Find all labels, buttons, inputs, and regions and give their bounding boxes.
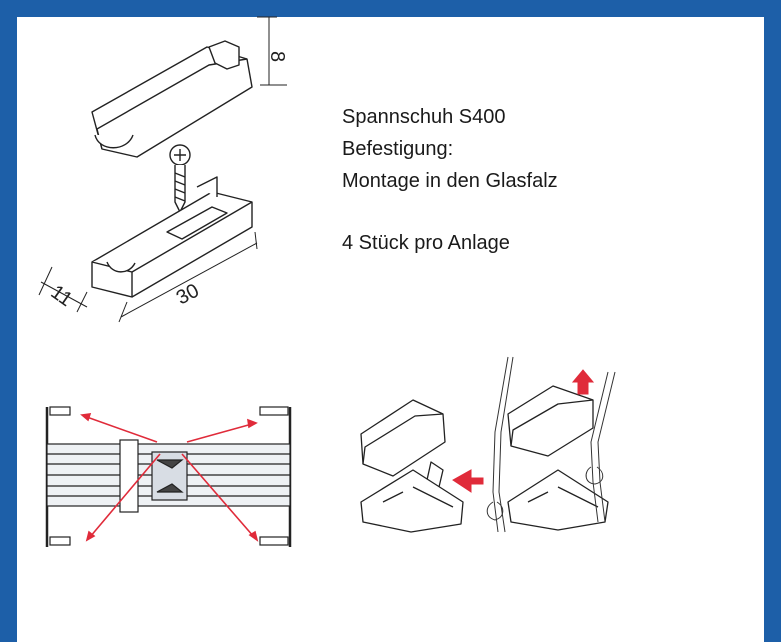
mounting-text: Montage in den Glasfalz bbox=[342, 170, 558, 192]
dimension-length-label: 30 bbox=[173, 280, 203, 310]
product-name: Spannschuh S400 bbox=[342, 106, 506, 128]
clip-mounting-illustration bbox=[360, 356, 616, 533]
clamp-shoe-drawing: 8 11 30 bbox=[38, 16, 288, 323]
fastening-label: Befestigung: bbox=[342, 138, 454, 160]
content-panel: Spannschuh S400 Befestigung: Montage in … bbox=[17, 16, 764, 642]
rail-installation-diagram bbox=[45, 406, 292, 547]
quantity-text: 4 Stück pro Anlage bbox=[342, 232, 510, 254]
dimension-height-label: 8 bbox=[266, 51, 288, 62]
dimension-width-label: 11 bbox=[47, 281, 77, 311]
